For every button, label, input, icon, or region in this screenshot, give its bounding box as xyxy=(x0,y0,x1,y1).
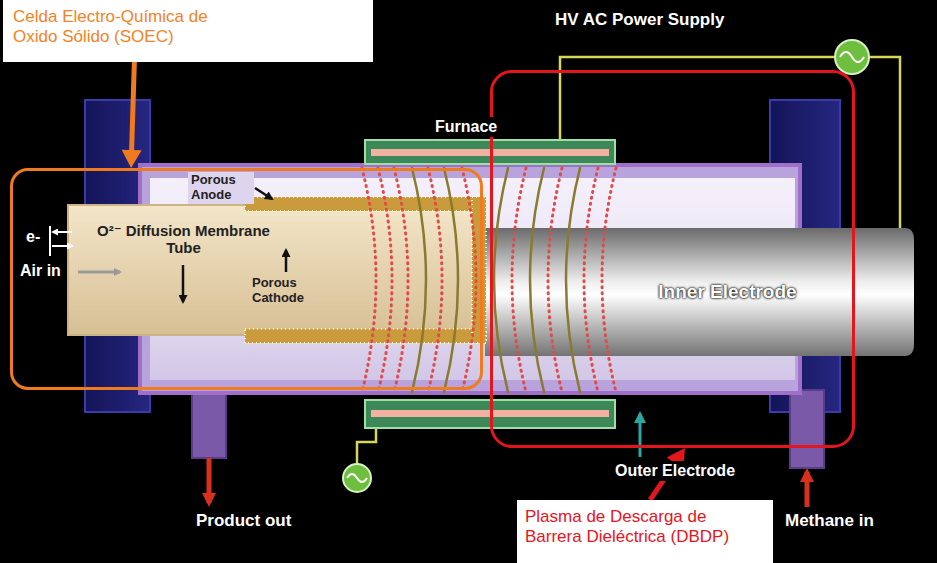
electrode-label: Outer Electrode xyxy=(612,461,738,481)
part-label: O²⁻ Diffusion Membrane Tube xyxy=(96,222,271,257)
outlet-label: Product out xyxy=(196,511,291,531)
part-label: Inner Electrode xyxy=(640,281,815,303)
callout-text: Plasma de Descarga de Barrera Dieléctric… xyxy=(525,507,765,548)
part-label: Porous Cathode xyxy=(252,276,320,306)
furnace-label: Furnace xyxy=(432,117,500,137)
callout-arrow xyxy=(122,62,142,168)
inlet-label: Air in xyxy=(20,262,61,280)
callout-box: Plasma de Descarga de Barrera Dieléctric… xyxy=(517,500,773,563)
inlet-label: Methane in xyxy=(785,511,874,531)
arrow-head xyxy=(122,150,142,168)
part-label: Porous Anode xyxy=(188,172,254,204)
callout-box: Celda Electro-Química de Oxido Sólido (S… xyxy=(3,0,373,62)
supply-label: HV AC Power Supply xyxy=(555,10,724,30)
electron-label: e- xyxy=(26,228,40,246)
soec-region: e-Air inO²⁻ Diffusion Membrane TubePorou… xyxy=(10,168,483,390)
dbdp-region: Inner Electrode xyxy=(490,70,855,448)
arrow-shaft xyxy=(132,62,135,150)
callout-text: Celda Electro-Química de Oxido Sólido (S… xyxy=(13,7,248,48)
